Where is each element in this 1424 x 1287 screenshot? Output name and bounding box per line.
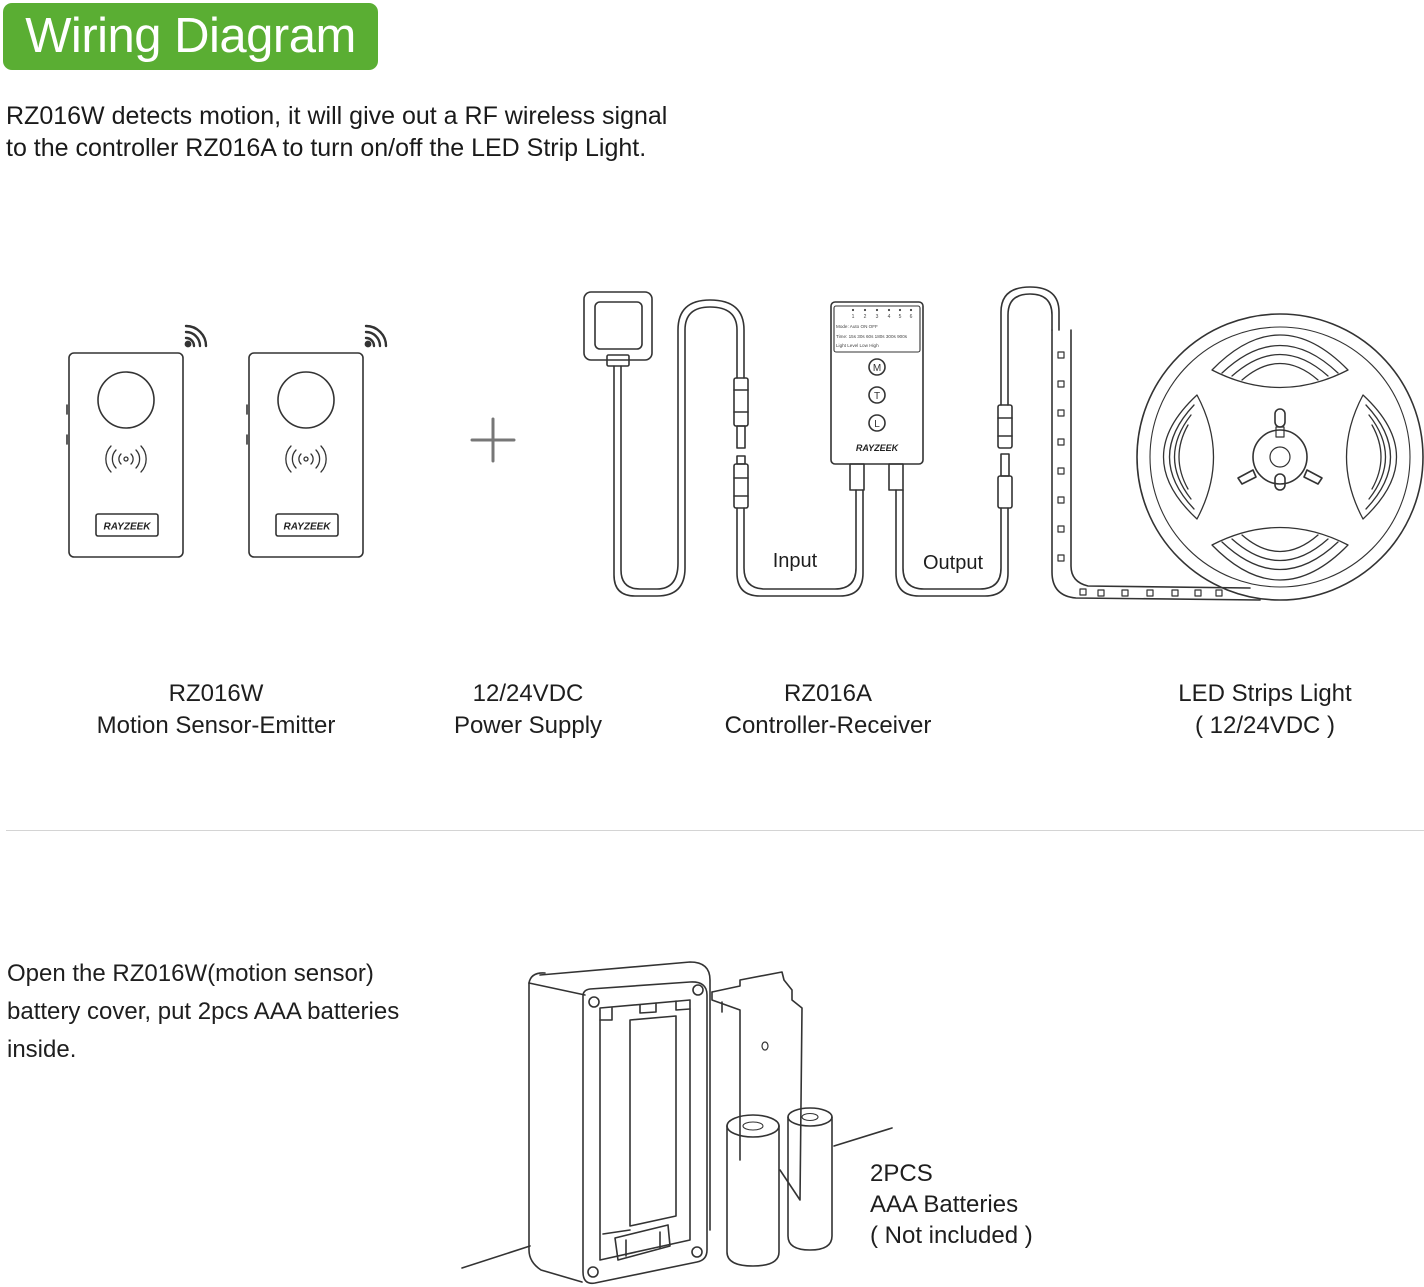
wireless-sensor-icon (105, 445, 147, 473)
sensor-housing-open (528, 961, 711, 1285)
battery-instructions-line-1: Open the RZ016W(motion sensor) (7, 960, 374, 987)
controller-light-row: Light Level Low High (836, 343, 879, 348)
channel-label: 4 (888, 314, 891, 320)
aaa-battery-left (726, 1114, 780, 1267)
wiring-diagram-illustration: RAYZEEK RAYZEEK (66, 286, 1424, 601)
caption-sensor-model: RZ016W (168, 680, 264, 707)
controller-time-row: Time: 15s 30s 60s 180s 300s 900s (836, 334, 908, 339)
battery-instructions-line-2: battery cover, put 2pcs AAA batteries (7, 998, 400, 1025)
caption-sensor-desc: Motion Sensor-Emitter (96, 712, 336, 739)
caption-power-voltage: 12/24VDC (472, 680, 584, 707)
battery-instructions-line-3: inside. (7, 1036, 77, 1063)
battery-instructions: Open the RZ016W(motion sensor) battery c… (7, 955, 399, 1069)
motion-sensor-emitter-1: RAYZEEK (66, 324, 208, 558)
intro-line-1: RZ016W detects motion, it will give out … (6, 102, 668, 130)
channel-label: 5 (899, 314, 902, 320)
battery-cover (711, 971, 803, 1201)
caption-power: 12/24VDC Power Supply (398, 678, 658, 742)
battery-label: 2PCS AAA Batteries ( Not included ) (870, 1158, 1033, 1251)
controller-brand-label: RAYZEEK (856, 443, 900, 453)
caption-controller-desc: Controller-Receiver (724, 712, 932, 739)
controller-receiver: 1 2 3 4 5 6 Mode: Auto ON OFF Time: 15s … (830, 286, 1060, 597)
controller-mode-row: Mode: Auto ON OFF (836, 324, 878, 329)
output-label: Output (923, 552, 983, 574)
caption-power-desc: Power Supply (453, 712, 603, 739)
led-strip (1051, 329, 1261, 601)
power-supply-plug (583, 291, 864, 597)
motion-sensor-emitter-2: RAYZEEK (246, 324, 388, 558)
aaa-battery-right (787, 1107, 833, 1251)
wiring-diagram-title: Wiring Diagram (3, 3, 378, 70)
plus-icon (470, 417, 516, 463)
channel-label: 2 (864, 314, 867, 320)
section-divider (6, 830, 1424, 831)
sensor-brand-label: RAYZEEK (283, 522, 331, 533)
channel-label: 3 (876, 314, 879, 320)
battery-label-count: 2PCS (870, 1160, 933, 1187)
battery-installation-illustration (461, 961, 893, 1285)
caption-strip-name: LED Strips Light (1178, 680, 1352, 707)
intro-line-2: to the controller RZ016A to turn on/off … (6, 134, 647, 162)
controller-button-l: L (874, 419, 880, 430)
wireless-signal-icon (364, 324, 388, 348)
battery-label-note: ( Not included ) (870, 1222, 1033, 1249)
channel-label: 6 (910, 314, 913, 320)
controller-button-m: M (873, 363, 881, 374)
led-strip-reel (1136, 313, 1424, 601)
caption-controller-model: RZ016A (783, 680, 873, 707)
wireless-signal-icon (184, 324, 208, 348)
caption-controller: RZ016A Controller-Receiver (698, 678, 958, 742)
intro-paragraph: RZ016W detects motion, it will give out … (6, 100, 667, 164)
controller-button-t: T (874, 391, 880, 402)
wireless-sensor-icon (285, 445, 327, 473)
battery-label-type: AAA Batteries (870, 1191, 1019, 1218)
input-label: Input (773, 550, 818, 572)
caption-sensor: RZ016W Motion Sensor-Emitter (66, 678, 366, 742)
caption-strip-voltage: ( 12/24VDC ) (1194, 712, 1336, 739)
channel-label: 1 (852, 314, 855, 320)
sensor-brand-label: RAYZEEK (103, 522, 151, 533)
caption-strip: LED Strips Light ( 12/24VDC ) (1140, 678, 1390, 742)
